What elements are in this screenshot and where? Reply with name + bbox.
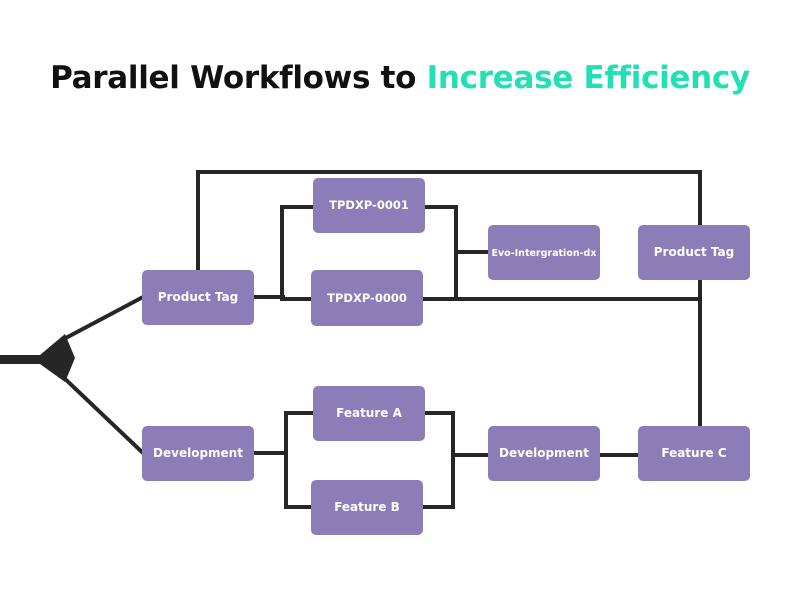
node-label: Development [153,446,243,460]
node-label: Product Tag [158,290,238,304]
node-feature-b: Feature B [311,480,423,535]
node-feature-a: Feature A [313,386,425,441]
node-label: Feature A [336,406,402,420]
node-label: Product Tag [654,245,734,259]
node-development-right: Development [488,426,600,481]
node-evo-integration: Evo-Intergration-dx [488,225,600,280]
node-label: Development [499,446,589,460]
node-product-tag-upper: Product Tag [142,270,254,325]
title-accent: Increase Efficiency [426,60,751,96]
node-label: Feature B [334,500,400,514]
title-main: Parallel Workflows to [50,60,427,96]
node-label: Evo-Intergration-dx [492,248,597,259]
node-label: TPDXP-0001 [329,198,409,212]
node-development-left: Development [142,426,254,481]
upper-connectors [196,170,702,428]
entry-connector [0,295,145,455]
node-label: Feature C [661,446,726,460]
node-product-tag-right: Product Tag [638,225,750,280]
node-tpdxp-0000: TPDXP-0000 [311,270,423,326]
page-title: Parallel Workflows to Increase Efficienc… [0,60,800,96]
node-tpdxp-0001: TPDXP-0001 [313,178,425,233]
node-label: TPDXP-0000 [327,291,407,305]
node-feature-c: Feature C [638,426,750,481]
lower-connectors [253,411,640,509]
